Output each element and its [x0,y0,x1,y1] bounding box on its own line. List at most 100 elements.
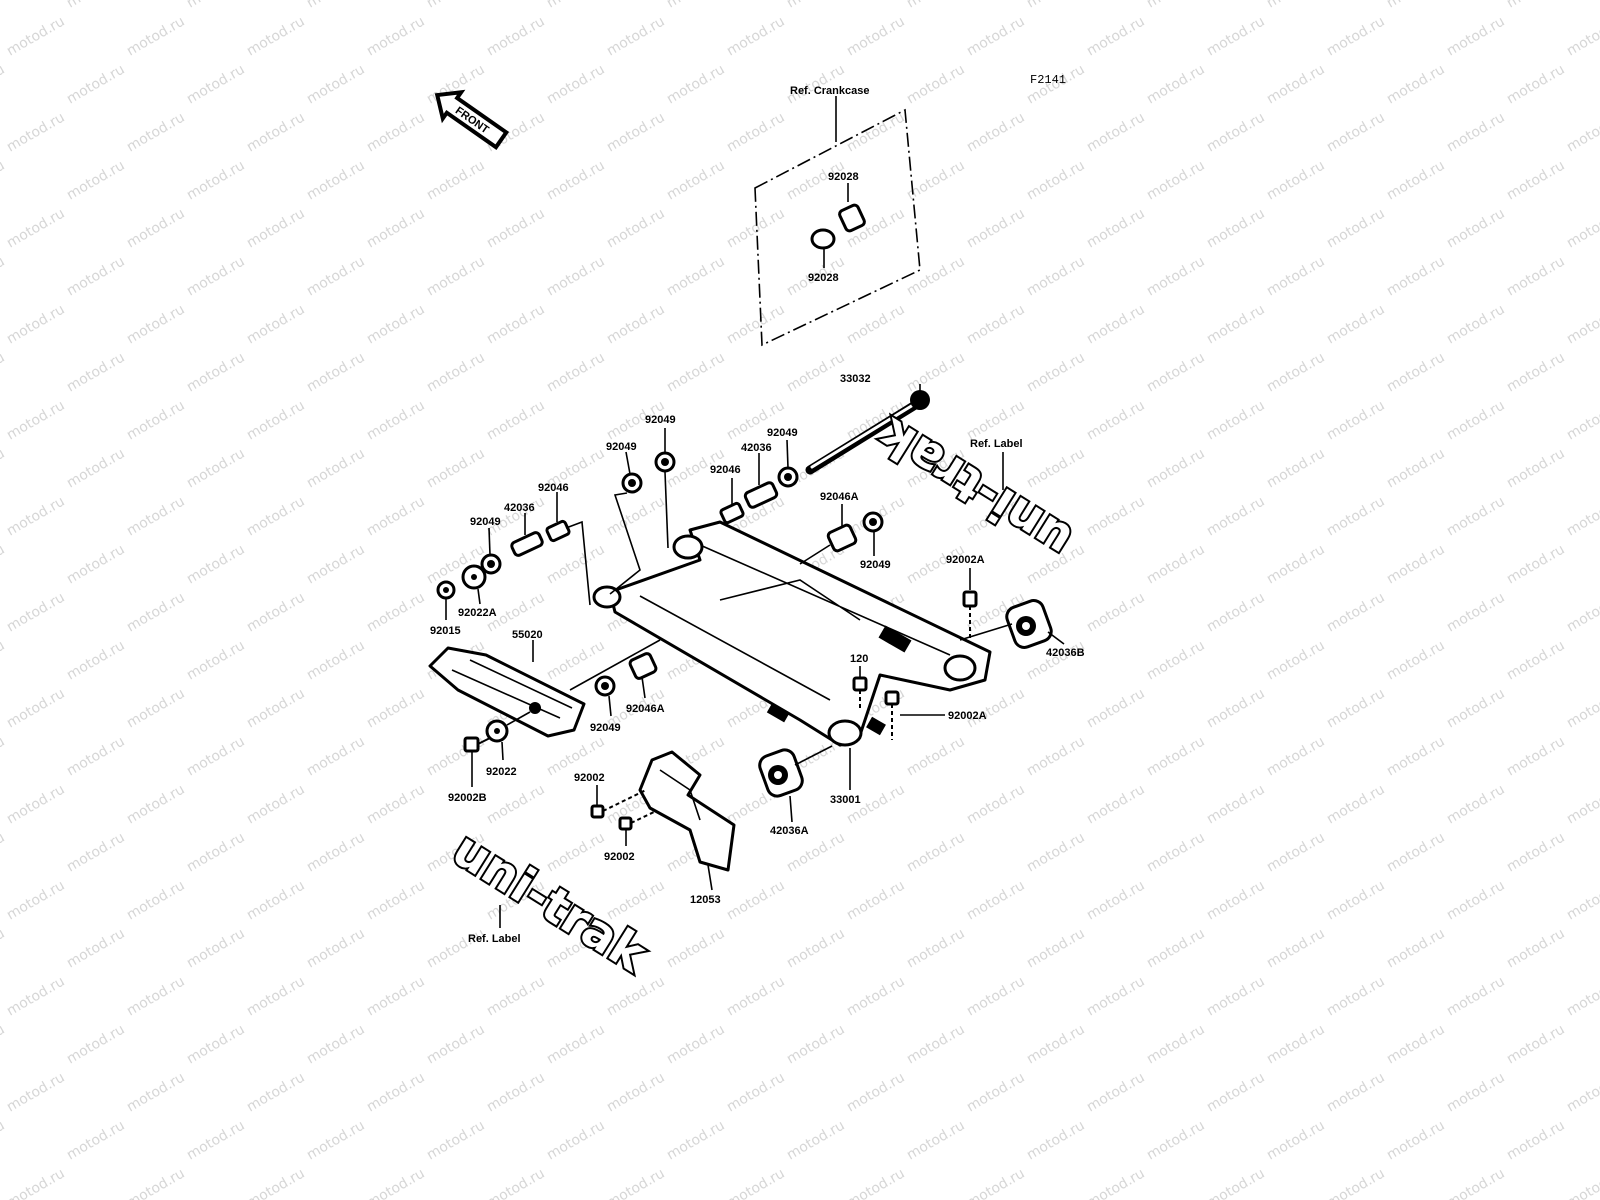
watermark-text: motod.ru [1444,781,1508,827]
watermark-text: motod.ru [64,733,128,779]
watermark-text: motod.ru [1144,349,1208,395]
watermark-text: motod.ru [304,829,368,875]
collar-92049-f [594,675,616,697]
watermark-text: motod.ru [664,925,728,971]
part-label-33001: 33001 [830,794,861,806]
watermark-text: motod.ru [844,13,908,59]
watermark-text: motod.ru [304,445,368,491]
watermark-text: motod.ru [724,973,788,1019]
watermark-text: motod.ru [1504,349,1568,395]
watermark-text: motod.ru [0,445,8,491]
part-label-92002A-a: 92002A [946,554,985,566]
watermark-text: motod.ru [964,877,1028,923]
watermark-text: motod.ru [304,349,368,395]
watermark-text: motod.ru [484,205,548,251]
watermark-text: motod.ru [124,973,188,1019]
watermark-text: motod.ru [364,877,428,923]
watermark-text: motod.ru [424,253,488,299]
watermark-text: motod.ru [1384,925,1448,971]
watermark-text: motod.ru [1324,1069,1388,1115]
watermark-text: motod.ru [784,0,848,11]
watermark-text: motod.ru [304,61,368,107]
watermark-text: motod.ru [1504,1117,1568,1163]
watermark-text: motod.ru [1564,973,1600,1019]
watermark-text: motod.ru [364,973,428,1019]
watermark-text: motod.ru [304,733,368,779]
watermark-text: motod.ru [1084,397,1148,443]
watermark-text: motod.ru [664,61,728,107]
watermark-text: motod.ru [1444,589,1508,635]
watermark-text: motod.ru [1204,877,1268,923]
watermark-text: motod.ru [1324,781,1388,827]
bolt-92002A-a [962,590,978,640]
watermark-text: motod.ru [244,877,308,923]
watermark-text: motod.ru [664,0,728,11]
watermark-text: motod.ru [1564,397,1600,443]
watermark-text: motod.ru [4,13,68,59]
ref-label-lower: Ref. Label [468,933,521,945]
watermark-text: motod.ru [1204,589,1268,635]
watermark-text: motod.ru [304,637,368,683]
watermark-text: motod.ru [724,1165,788,1200]
watermark-text: motod.ru [784,925,848,971]
watermark-text: motod.ru [664,1117,728,1163]
part-label-42036A: 42036A [770,825,809,837]
watermark-text: motod.ru [1024,925,1088,971]
watermark-text: motod.ru [1564,685,1600,731]
watermark-text: motod.ru [244,109,308,155]
part-label-120: 120 [850,653,868,665]
watermark-text: motod.ru [844,877,908,923]
watermark-text: motod.ru [364,13,428,59]
watermark-text: motod.ru [4,205,68,251]
watermark-text: motod.ru [424,1117,488,1163]
part-label-42036-a: 42036 [741,442,772,454]
watermark-text: motod.ru [0,829,8,875]
sleeve-92046-a [719,501,745,525]
watermark-text: motod.ru [1564,13,1600,59]
watermark-text: motod.ru [904,0,968,11]
watermark-text: motod.ru [1324,589,1388,635]
watermark-text: motod.ru [724,301,788,347]
watermark-text: motod.ru [724,13,788,59]
watermark-text: motod.ru [184,1117,248,1163]
watermark-text: motod.ru [1504,541,1568,587]
watermark-text: motod.ru [1324,397,1388,443]
watermark-text: motod.ru [544,637,608,683]
watermark-text: motod.ru [1504,0,1568,11]
watermark-text: motod.ru [424,1021,488,1067]
watermark-text: motod.ru [1204,493,1268,539]
watermark-text: motod.ru [1264,637,1328,683]
part-label-92049-f: 92049 [590,722,621,734]
watermark-text: motod.ru [64,925,128,971]
watermark-text: motod.ru [1384,253,1448,299]
watermark-text: motod.ru [124,109,188,155]
watermark-text: motod.ru [0,1021,8,1067]
watermark-text: motod.ru [244,13,308,59]
watermark-text: motod.ru [364,685,428,731]
watermark-text: motod.ru [1504,1021,1568,1067]
part-label-92049-e: 92049 [860,559,891,571]
watermark-text: motod.ru [244,301,308,347]
watermark-text: motod.ru [1264,157,1328,203]
watermark-text: motod.ru [1264,0,1328,11]
watermark-text: motod.ru [904,1021,968,1067]
watermark-text: motod.ru [1324,685,1388,731]
watermark-text: motod.ru [1024,829,1088,875]
watermark-text: motod.ru [1264,541,1328,587]
watermark-text: motod.ru [904,925,968,971]
watermark-text: motod.ru [1024,445,1088,491]
watermark-text: motod.ru [1564,205,1600,251]
bushing-42036B [1005,599,1053,649]
watermark-text: motod.ru [1564,781,1600,827]
watermark-text: motod.ru [964,13,1028,59]
watermark-text: motod.ru [64,1021,128,1067]
part-label-92028-lower: 92028 [808,272,839,284]
watermark-text: motod.ru [1084,1069,1148,1115]
watermark-text: motod.ru [544,1021,608,1067]
watermark-text: motod.ru [64,61,128,107]
watermark-text: motod.ru [1564,1165,1600,1200]
watermark-text: motod.ru [1324,877,1388,923]
watermark-text: motod.ru [664,1021,728,1067]
watermark-text: motod.ru [964,109,1028,155]
watermark-text: motod.ru [1384,349,1448,395]
